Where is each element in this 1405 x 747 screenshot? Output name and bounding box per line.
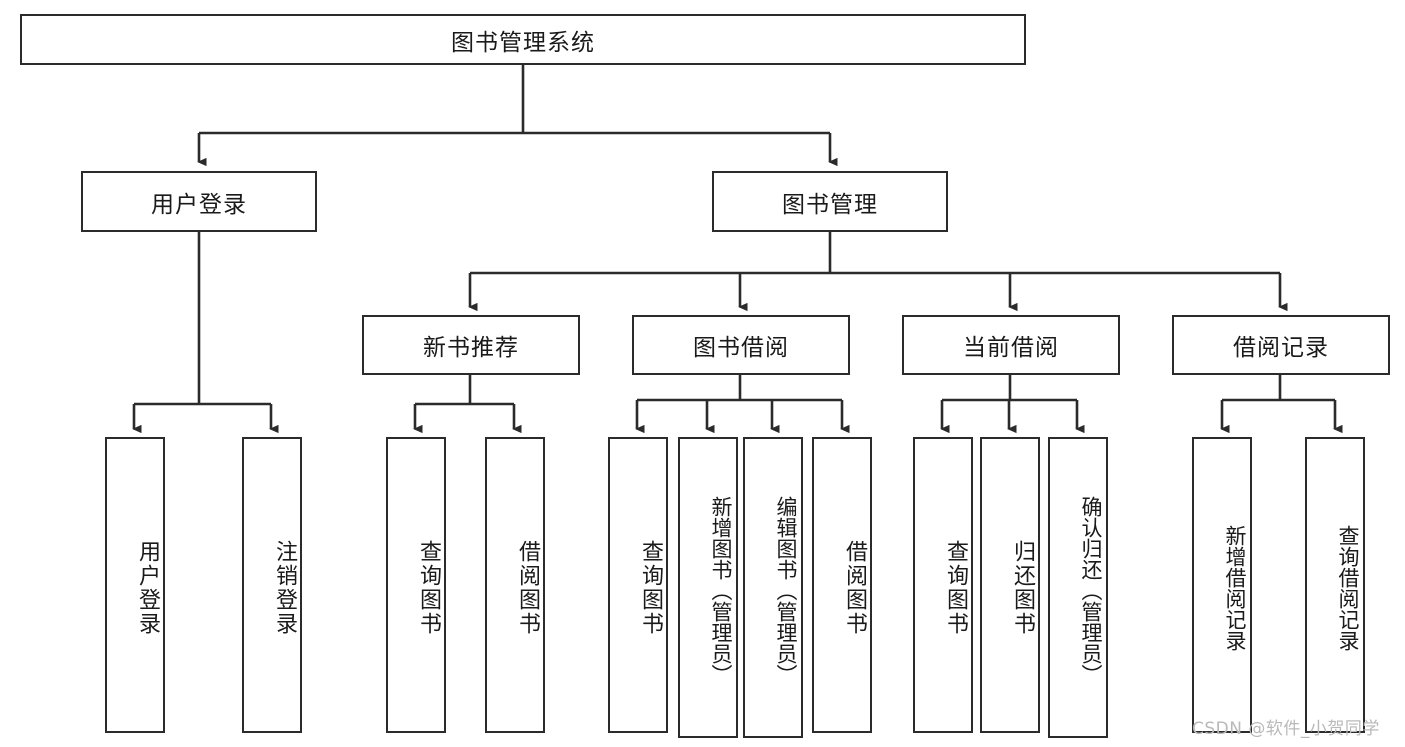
node-label: 查询图书: [638, 540, 663, 636]
node-new-book-recommend[interactable]: 新书推荐: [362, 315, 580, 375]
node-label: 查询图书: [416, 540, 441, 636]
node-label: 新书推荐: [423, 335, 519, 361]
node-label: 查询借阅记录: [1336, 525, 1360, 651]
node-label: 借阅图书: [515, 540, 540, 636]
node-leaf-query-record[interactable]: 查询借阅记录: [1305, 437, 1365, 733]
node-label: 当前借阅: [963, 335, 1059, 361]
node-label: 注销登录: [272, 540, 297, 636]
node-label: 图书借阅: [693, 335, 789, 361]
node-leaf-logout[interactable]: 注销登录: [242, 437, 302, 733]
node-leaf-query-book-1[interactable]: 查询图书: [386, 437, 446, 733]
node-label: 新增借阅记录: [1223, 525, 1247, 651]
node-current-borrow[interactable]: 当前借阅: [902, 315, 1120, 375]
node-book-management[interactable]: 图书管理: [712, 171, 948, 232]
csdn-watermark: CSDN @软件_小贺同学: [1192, 719, 1380, 739]
node-label: 归还图书: [1010, 540, 1035, 636]
node-leaf-query-book-3[interactable]: 查询图书: [913, 437, 973, 733]
node-label: 借阅记录: [1233, 335, 1329, 361]
node-label: 图书管理: [782, 191, 878, 218]
node-label: 借阅图书: [842, 540, 867, 636]
node-label: 编辑图书（管理员）: [774, 496, 798, 685]
node-label: 新增图书（管理员）: [709, 496, 733, 685]
node-leaf-borrow-book-1[interactable]: 借阅图书: [485, 437, 545, 733]
node-book-borrow[interactable]: 图书借阅: [632, 315, 850, 375]
node-leaf-add-record[interactable]: 新增借阅记录: [1192, 437, 1252, 733]
node-label: 用户登录: [151, 191, 247, 218]
node-borrow-record[interactable]: 借阅记录: [1172, 315, 1390, 375]
node-leaf-edit-book[interactable]: 编辑图书（管理员）: [743, 437, 803, 738]
node-book-management-system[interactable]: 图书管理系统: [20, 14, 1026, 65]
node-leaf-confirm-return[interactable]: 确认归还（管理员）: [1048, 437, 1108, 738]
node-leaf-add-book[interactable]: 新增图书（管理员）: [678, 437, 738, 738]
node-label: 查询图书: [943, 540, 968, 636]
node-label: 用户登录: [135, 540, 160, 636]
node-leaf-return-book[interactable]: 归还图书: [980, 437, 1040, 733]
node-label: 确认归还（管理员）: [1079, 496, 1103, 685]
node-leaf-borrow-book-2[interactable]: 借阅图书: [812, 437, 872, 733]
node-leaf-query-book-2[interactable]: 查询图书: [608, 437, 668, 733]
node-leaf-user-login[interactable]: 用户登录: [105, 437, 165, 733]
node-user-login[interactable]: 用户登录: [81, 171, 317, 232]
node-label: 图书管理系统: [451, 29, 595, 56]
